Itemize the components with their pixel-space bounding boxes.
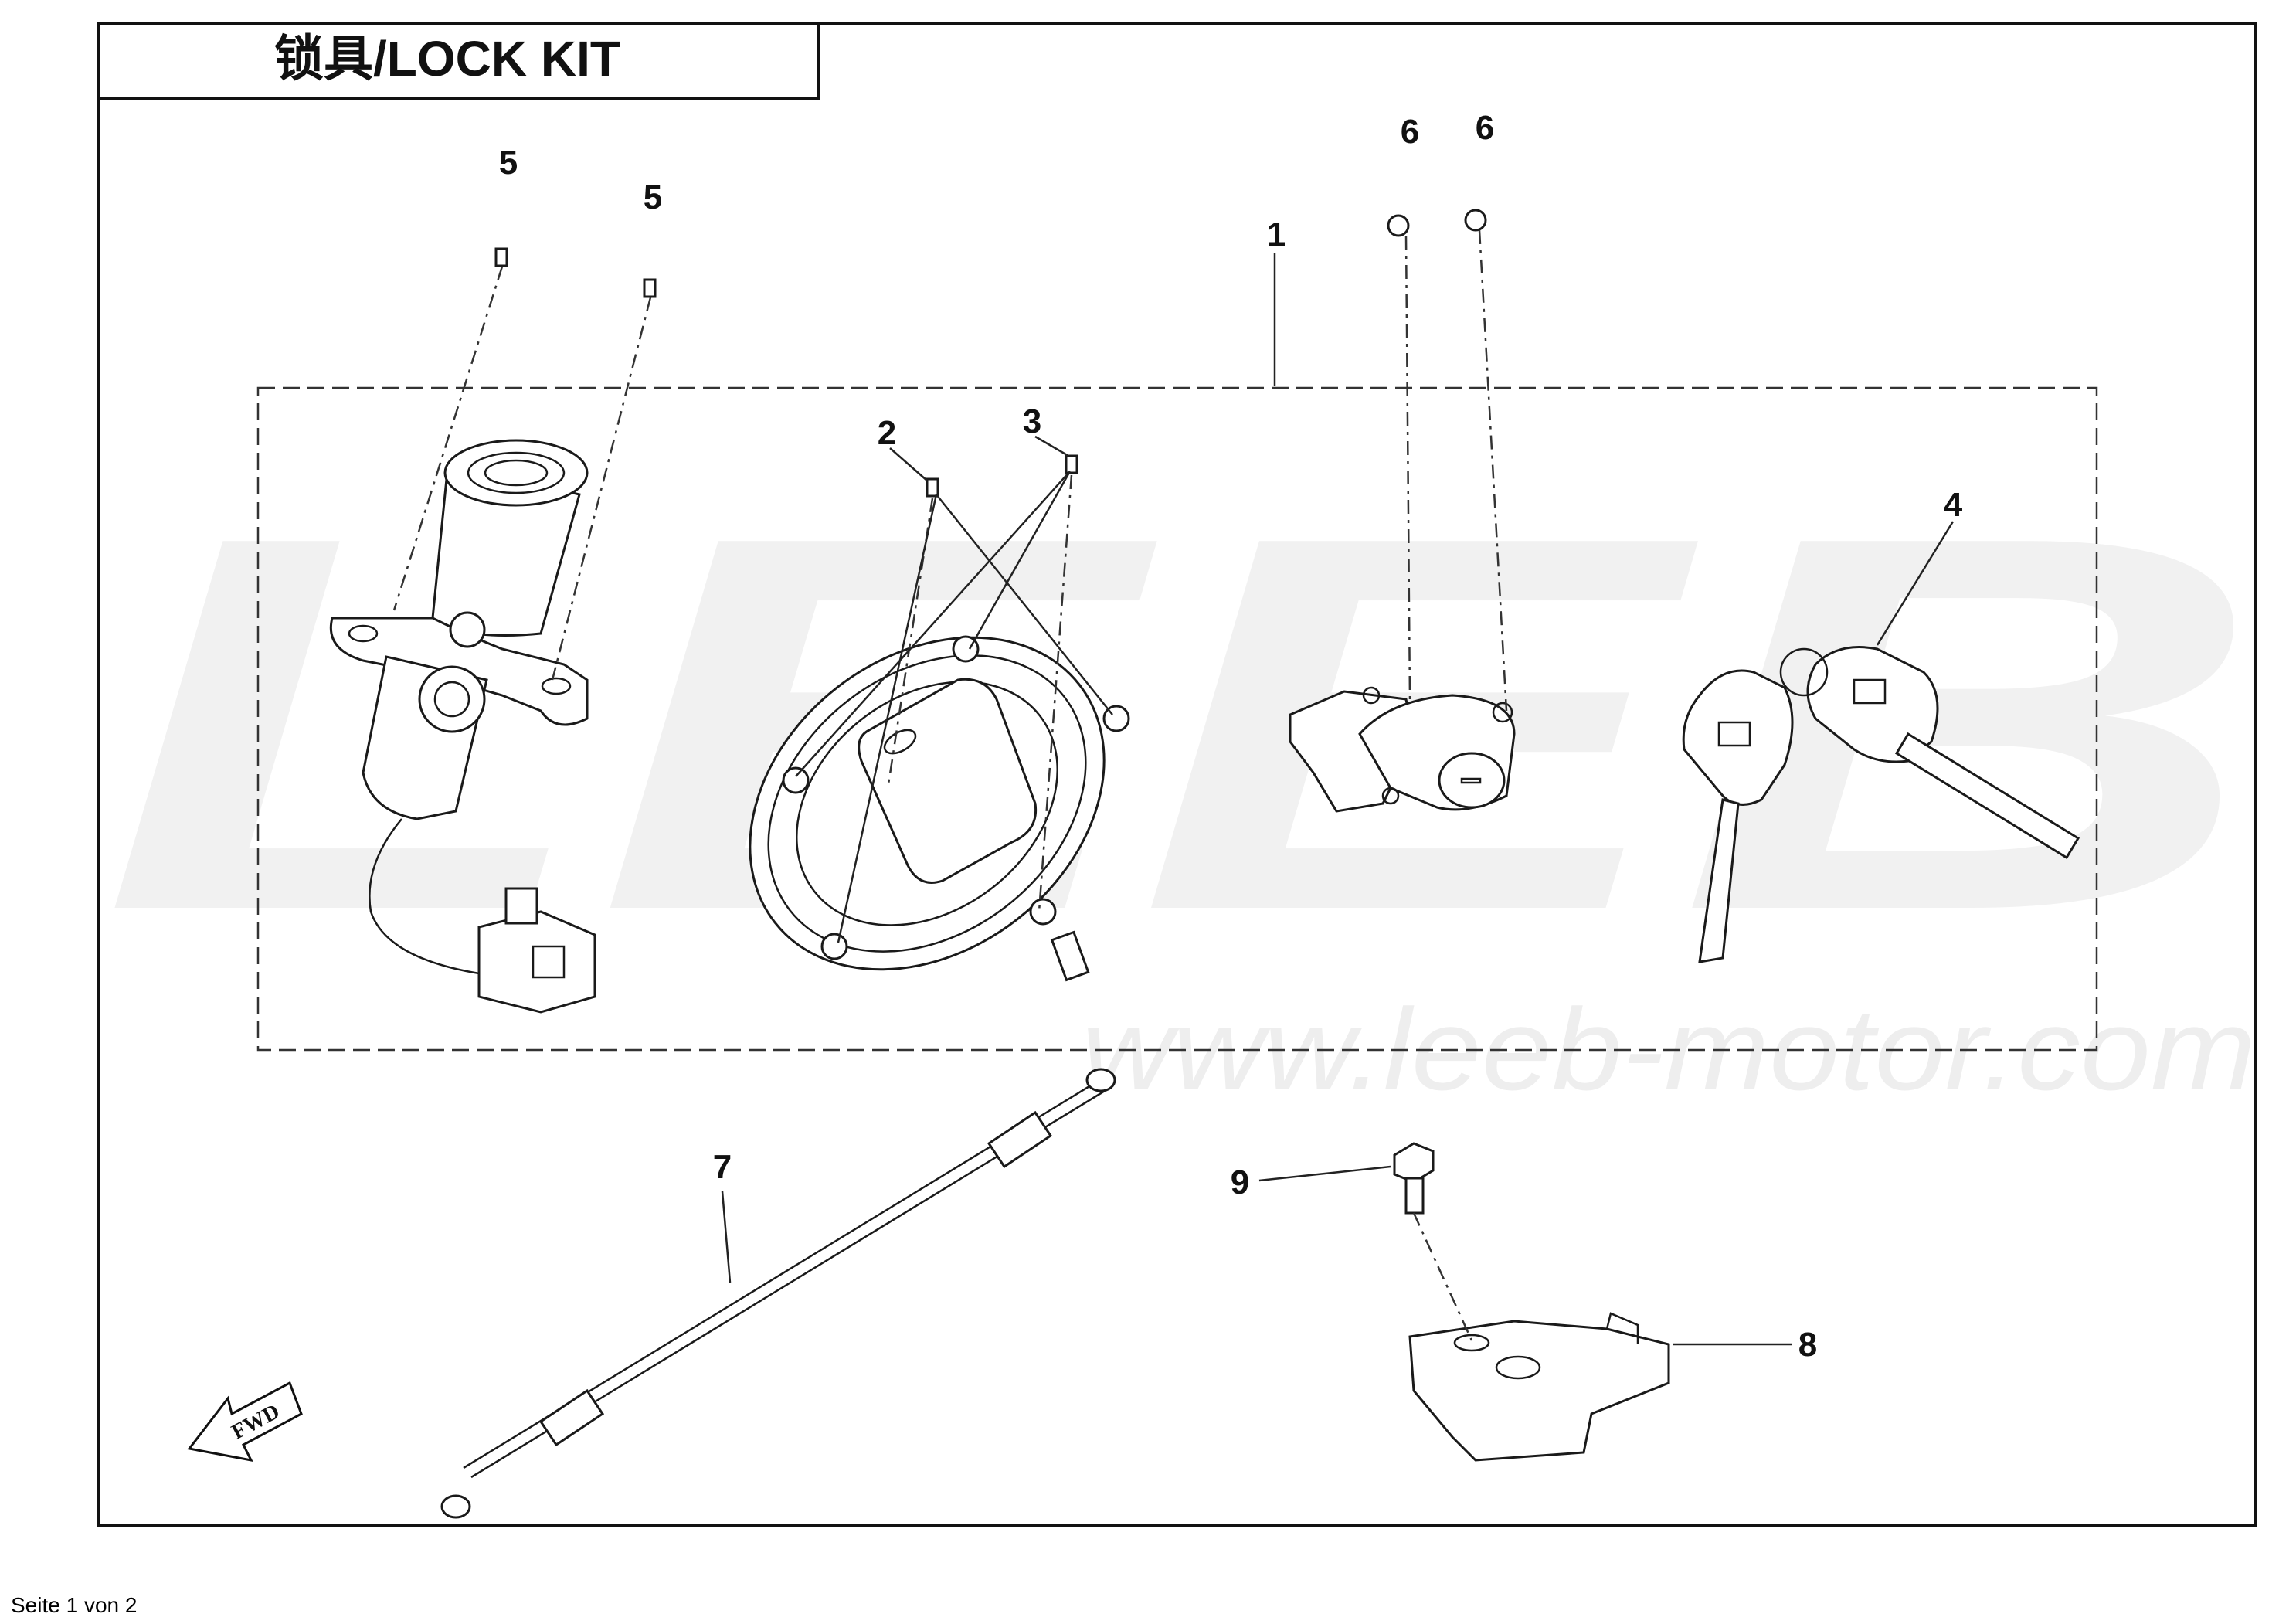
callout-3: 3 bbox=[1023, 403, 1041, 440]
seat-lock-cable bbox=[440, 1068, 1116, 1519]
screw-5a bbox=[494, 247, 508, 267]
assembly-lines bbox=[392, 229, 1508, 1341]
seat-lock-bracket bbox=[1408, 1312, 1670, 1462]
nut-6b bbox=[1464, 209, 1487, 232]
callout-8: 8 bbox=[1798, 1326, 1817, 1364]
kit-boundary bbox=[256, 386, 2098, 1052]
callout-5a: 5 bbox=[499, 144, 518, 182]
callout-6b: 6 bbox=[1476, 109, 1494, 147]
callout-1: 1 bbox=[1267, 216, 1286, 253]
callout-5b: 5 bbox=[644, 178, 662, 216]
leader-lines bbox=[721, 253, 1955, 1346]
title-box bbox=[97, 22, 820, 100]
title: 锁具/LOCK KIT bbox=[274, 31, 620, 87]
fwd-arrow-icon bbox=[187, 1381, 303, 1463]
screw-2 bbox=[926, 477, 939, 498]
seat-lock bbox=[1289, 686, 1516, 813]
mounting-bolt bbox=[1393, 1142, 1435, 1215]
keys bbox=[1682, 646, 2080, 963]
callout-6a: 6 bbox=[1401, 113, 1419, 151]
nut-6a bbox=[1387, 214, 1410, 237]
fuel-tank-cap bbox=[749, 635, 1130, 982]
screw-5b bbox=[643, 278, 657, 298]
page-footer: Seite 1 von 2 bbox=[11, 1593, 138, 1617]
ignition-switch bbox=[329, 439, 596, 1014]
callout-7: 7 bbox=[713, 1148, 732, 1186]
callout-4: 4 bbox=[1944, 486, 1963, 524]
forward-direction-arrow: FWD bbox=[187, 1381, 303, 1463]
screw-3 bbox=[1065, 454, 1078, 474]
callout-2: 2 bbox=[878, 414, 896, 452]
outer-frame bbox=[97, 22, 2257, 1527]
callout-9: 9 bbox=[1231, 1164, 1249, 1201]
callout-labels: 1 2 3 4 5 5 6 6 7 8 9 bbox=[499, 109, 1963, 1364]
fasteners bbox=[494, 209, 1487, 498]
